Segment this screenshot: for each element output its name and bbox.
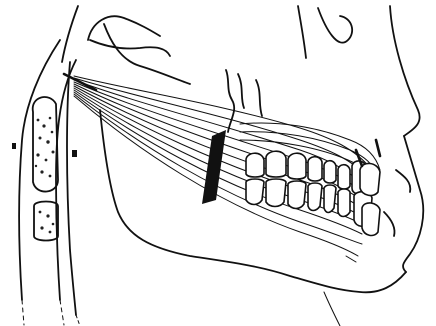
vertebral-column <box>12 40 80 326</box>
upper-canine <box>338 165 350 189</box>
nose-cartilage <box>318 8 352 43</box>
nasal-bridge <box>298 6 306 58</box>
vertebra-lower-stipple <box>39 211 55 234</box>
front-incisor-upper <box>360 163 380 195</box>
lip-upper <box>396 170 410 192</box>
spine-continuation-canal <box>76 315 80 326</box>
lower-canine <box>338 189 350 217</box>
strap-band <box>202 130 226 204</box>
coronoid-process <box>226 70 234 132</box>
lower-molar-2 <box>266 179 286 207</box>
front-incisor-lower <box>362 203 380 236</box>
spine-canal-edge <box>67 62 76 315</box>
vertebra-body-lower <box>34 202 58 241</box>
face-profile-lower <box>403 136 423 272</box>
spine-continuation-left <box>22 300 24 325</box>
spine-inner-edge <box>56 60 76 300</box>
spine-marker-right <box>72 150 77 157</box>
lower-premolar-1 <box>308 183 322 211</box>
upper-molar-3 <box>288 153 306 179</box>
spine-outer-edge <box>19 40 60 300</box>
upper-premolar-2 <box>324 161 336 183</box>
lower-molar-1 <box>246 179 264 205</box>
chin-line <box>324 292 340 326</box>
cranial-base-curve <box>88 16 160 40</box>
upper-molar-1 <box>246 153 264 177</box>
vertebra-upper-stipple <box>35 117 55 178</box>
maxilla-posterior <box>256 80 262 116</box>
temporal-curve <box>90 40 170 56</box>
spine-continuation-right <box>60 300 64 325</box>
zygomatic-curve <box>104 24 190 84</box>
lower-premolar-2 <box>324 185 336 213</box>
upper-premolar-1 <box>308 157 322 181</box>
spine-marker-left <box>12 143 16 149</box>
lip-lower <box>384 212 395 236</box>
coronoid-notch <box>238 74 244 108</box>
vertebra-body-upper <box>33 97 58 192</box>
lower-molar-3 <box>288 181 306 209</box>
occipital-edge <box>62 6 78 62</box>
upper-molar-2 <box>266 151 286 177</box>
face-profile-upper <box>390 6 420 136</box>
